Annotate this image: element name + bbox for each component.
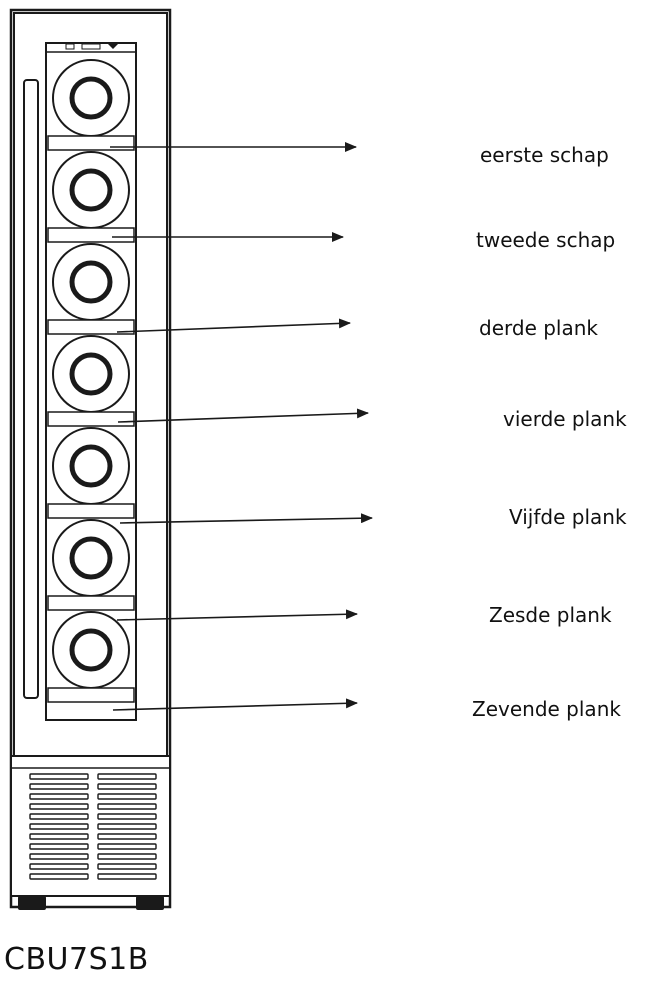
bottle-punt: [69, 536, 113, 580]
vent-slot: [97, 823, 157, 830]
shelf-arrow: [116, 318, 351, 333]
vent-slot: [29, 783, 89, 790]
shelf-front: [47, 135, 135, 151]
shelf-arrow: [116, 609, 358, 621]
shelf-label-2: tweede schap: [476, 228, 616, 252]
right-foot: [136, 896, 164, 910]
model-name: CBU7S1B: [4, 942, 149, 977]
vent-slot: [29, 813, 89, 820]
vent-slot: [97, 863, 157, 870]
shelf-label-1: eerste schap: [480, 143, 609, 167]
vent-slot: [97, 793, 157, 800]
shelf-unit: [47, 59, 135, 151]
shelf-front: [47, 595, 135, 611]
vent-slot: [97, 773, 157, 780]
vent-slot: [97, 873, 157, 880]
vent-slot: [29, 833, 89, 840]
vent-slot: [29, 863, 89, 870]
shelf-front: [47, 227, 135, 243]
shelf-unit: [47, 243, 135, 335]
vent-slot: [97, 833, 157, 840]
shelf-label-5: Vijfde plank: [509, 505, 627, 529]
shelf-unit: [47, 611, 135, 703]
shelf-label-3: derde plank: [479, 316, 598, 340]
vent-slot: [29, 853, 89, 860]
shelf-unit: [47, 427, 135, 519]
shelf-unit: [47, 335, 135, 427]
shelf-front: [47, 687, 135, 703]
shelf-label-6: Zesde plank: [489, 603, 612, 627]
bottle-punt: [69, 76, 113, 120]
shelf-arrow: [112, 698, 358, 711]
bottle-punt: [69, 628, 113, 672]
vent-slot: [97, 853, 157, 860]
vent-slot: [97, 813, 157, 820]
shelf-front: [47, 319, 135, 335]
shelf-label-7: Zevende plank: [472, 697, 621, 721]
shelf-unit: [47, 519, 135, 611]
vent-slot: [97, 803, 157, 810]
bottle-punt: [69, 260, 113, 304]
left-foot: [18, 896, 46, 910]
vent-slot: [97, 843, 157, 850]
vent-slot: [29, 773, 89, 780]
vent-slot: [29, 793, 89, 800]
vent-slot: [29, 803, 89, 810]
shelves-layer: [47, 59, 135, 703]
shelf-front: [47, 411, 135, 427]
shelf-front: [47, 503, 135, 519]
vent-slot: [29, 843, 89, 850]
shelf-label-4: vierde plank: [503, 407, 627, 431]
bottle-punt: [69, 352, 113, 396]
bottle-punt: [69, 444, 113, 488]
vent-slot: [29, 873, 89, 880]
vent-slot: [97, 783, 157, 790]
door-handle: [23, 79, 39, 699]
bottle-punt: [69, 168, 113, 212]
shelf-arrow: [117, 408, 369, 423]
shelf-arrow: [119, 513, 373, 524]
vent-slot: [29, 823, 89, 830]
ventilation-grille: [29, 773, 157, 880]
arrows-layer: [110, 142, 373, 711]
shelf-unit: [47, 151, 135, 243]
control-panel: [46, 43, 136, 53]
